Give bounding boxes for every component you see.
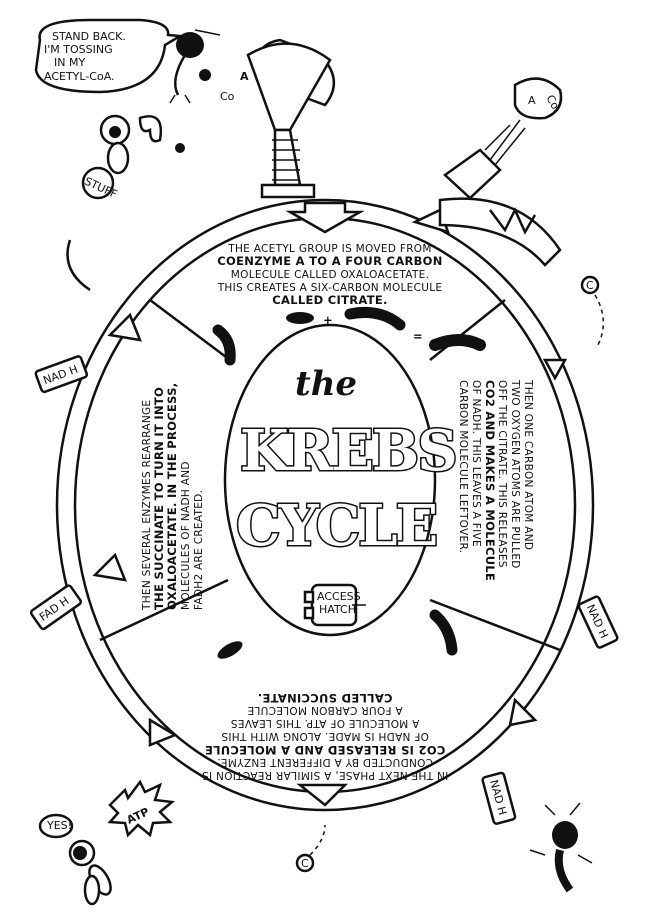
step3-line: IN THE NEXT PHASE, A SIMILAR REACTION IS <box>202 769 449 781</box>
step3-line: OF NADH IS MADE. ALONG WITH THIS <box>221 730 429 742</box>
oxaloacetate-molecule-icon <box>286 312 314 324</box>
step2-line: CO2 AND MAKES A MOLECULE <box>483 380 497 581</box>
step2-text: THEN ONE CARBON ATOM AND TWO OXYGEN ATOM… <box>457 379 534 581</box>
hatch-label: ACCESS <box>317 590 361 603</box>
ant-character-icon <box>169 29 221 104</box>
speech-bubble: STAND BACK. I'M TOSSING IN MY ACETYL-CoA… <box>34 18 184 94</box>
arrow-down-icon <box>296 783 349 807</box>
citrate-molecule-icon <box>344 306 406 331</box>
cycle-machine-ring <box>55 197 595 812</box>
step4-line: MOLECULES OF NADH AND <box>180 461 192 610</box>
step4-line: THE SUCCINATE TO TURN IT INTO <box>152 387 166 610</box>
hatch-label: HATCH <box>319 603 356 616</box>
coenzyme-label: Co <box>220 90 235 103</box>
ant-character-icon <box>529 802 593 893</box>
step3-line: A MOLECULE OF ATP. THIS LEAVES <box>231 717 420 729</box>
step2-line: THEN ONE CARBON ATOM AND <box>522 379 534 550</box>
equals-sign: = <box>413 329 423 343</box>
acetyl-label: A <box>528 94 536 107</box>
succinate-molecule-icon <box>217 641 243 659</box>
four-carbon-molecule-icon <box>212 324 236 366</box>
arrow-up-icon <box>107 312 142 342</box>
atp-burst: ATP <box>107 779 176 838</box>
machine-gear-icon <box>438 197 562 267</box>
step3-text: IN THE NEXT PHASE, A SIMILAR REACTION IS… <box>202 691 449 781</box>
carbon-token: C <box>580 275 604 346</box>
title-cycle: CYCLE <box>236 493 436 559</box>
happy-bug-icon: YES! <box>38 813 112 906</box>
title-the: the <box>295 364 357 404</box>
fadh-canister: FAD H <box>29 584 83 631</box>
carbon-token: C <box>295 824 326 873</box>
arrow-up-icon <box>92 552 127 582</box>
arrow-down-left-icon <box>508 697 538 727</box>
step1-text: THE ACETYL GROUP IS MOVED FROM COENZYME … <box>217 243 443 343</box>
speech-line: STAND BACK. <box>52 30 126 43</box>
page-title: the KREBS CYCLE <box>235 364 460 561</box>
flying-acetyl-coa-icon: A Co <box>443 77 563 200</box>
step2-line: CARBON MOLECULE LEFTOVER. <box>457 380 469 553</box>
step4-line: FADH2 ARE CREATED. <box>193 490 205 610</box>
speech-line: ACETYL-CoA. <box>44 70 115 83</box>
step4-text: THEN SEVERAL ENZYMES REARRANGE THE SUCCI… <box>141 383 205 611</box>
flying-bug-icon: STUFF <box>81 114 185 201</box>
speech-line: I'M TOSSING <box>44 43 113 56</box>
step3-line: CONDUCTED BY A DIFFERENT ENZYME. <box>217 756 433 768</box>
step2-line: TWO OXYGEN ATOMS ARE PULLED <box>509 379 521 569</box>
acetyl-label: A <box>240 70 249 83</box>
bug-speech: YES! <box>46 819 72 832</box>
funnel-labels: A Co <box>220 70 249 103</box>
nadh-canister: NAD H <box>481 771 517 825</box>
step1-line: COENZYME A TO A FOUR CARBON <box>217 254 442 268</box>
step3-line: CO2 IS RELEASED AND A MOLECULE <box>205 743 446 757</box>
step1-line: THE ACETYL GROUP IS MOVED FROM <box>227 243 431 255</box>
coenzyme-label: Co <box>543 93 562 112</box>
speech-line: IN MY <box>54 56 85 69</box>
arrow-down-icon <box>542 358 568 381</box>
access-hatch[interactable]: ACCESS HATCH <box>303 583 366 627</box>
arrow-left-icon <box>148 717 178 747</box>
arrow-down-icon <box>285 201 365 234</box>
step3-line: CALLED SUCCINATE. <box>258 691 393 705</box>
step3-line: A FOUR CARBON MOLECULE <box>247 704 402 716</box>
step1-line: CALLED CITRATE. <box>272 293 387 307</box>
carbon-label: C <box>301 857 309 870</box>
step1-line: THIS CREATES A SIX-CARBON MOLECULE <box>217 282 443 294</box>
title-krebs: KREBS <box>240 418 456 484</box>
step2-line: OFF THE CITRATE. THIS RELEASES <box>496 380 508 568</box>
funnel-hose <box>246 38 335 199</box>
step4-line: OXALOACETATE. IN THE PROCESS, <box>165 383 179 610</box>
five-carbon-molecule-icon <box>429 609 458 656</box>
step1-line: MOLECULE CALLED OXALOACETATE. <box>231 269 429 281</box>
step2-line: OF NADH. THIS LEAVES A FIVE <box>470 380 482 547</box>
six-carbon-molecule-icon <box>429 334 486 351</box>
plus-sign: + <box>323 313 333 327</box>
nadh-canister: NAD H <box>577 595 619 649</box>
carbon-label: C <box>586 279 594 292</box>
step4-line: THEN SEVERAL ENZYMES REARRANGE <box>141 400 153 611</box>
